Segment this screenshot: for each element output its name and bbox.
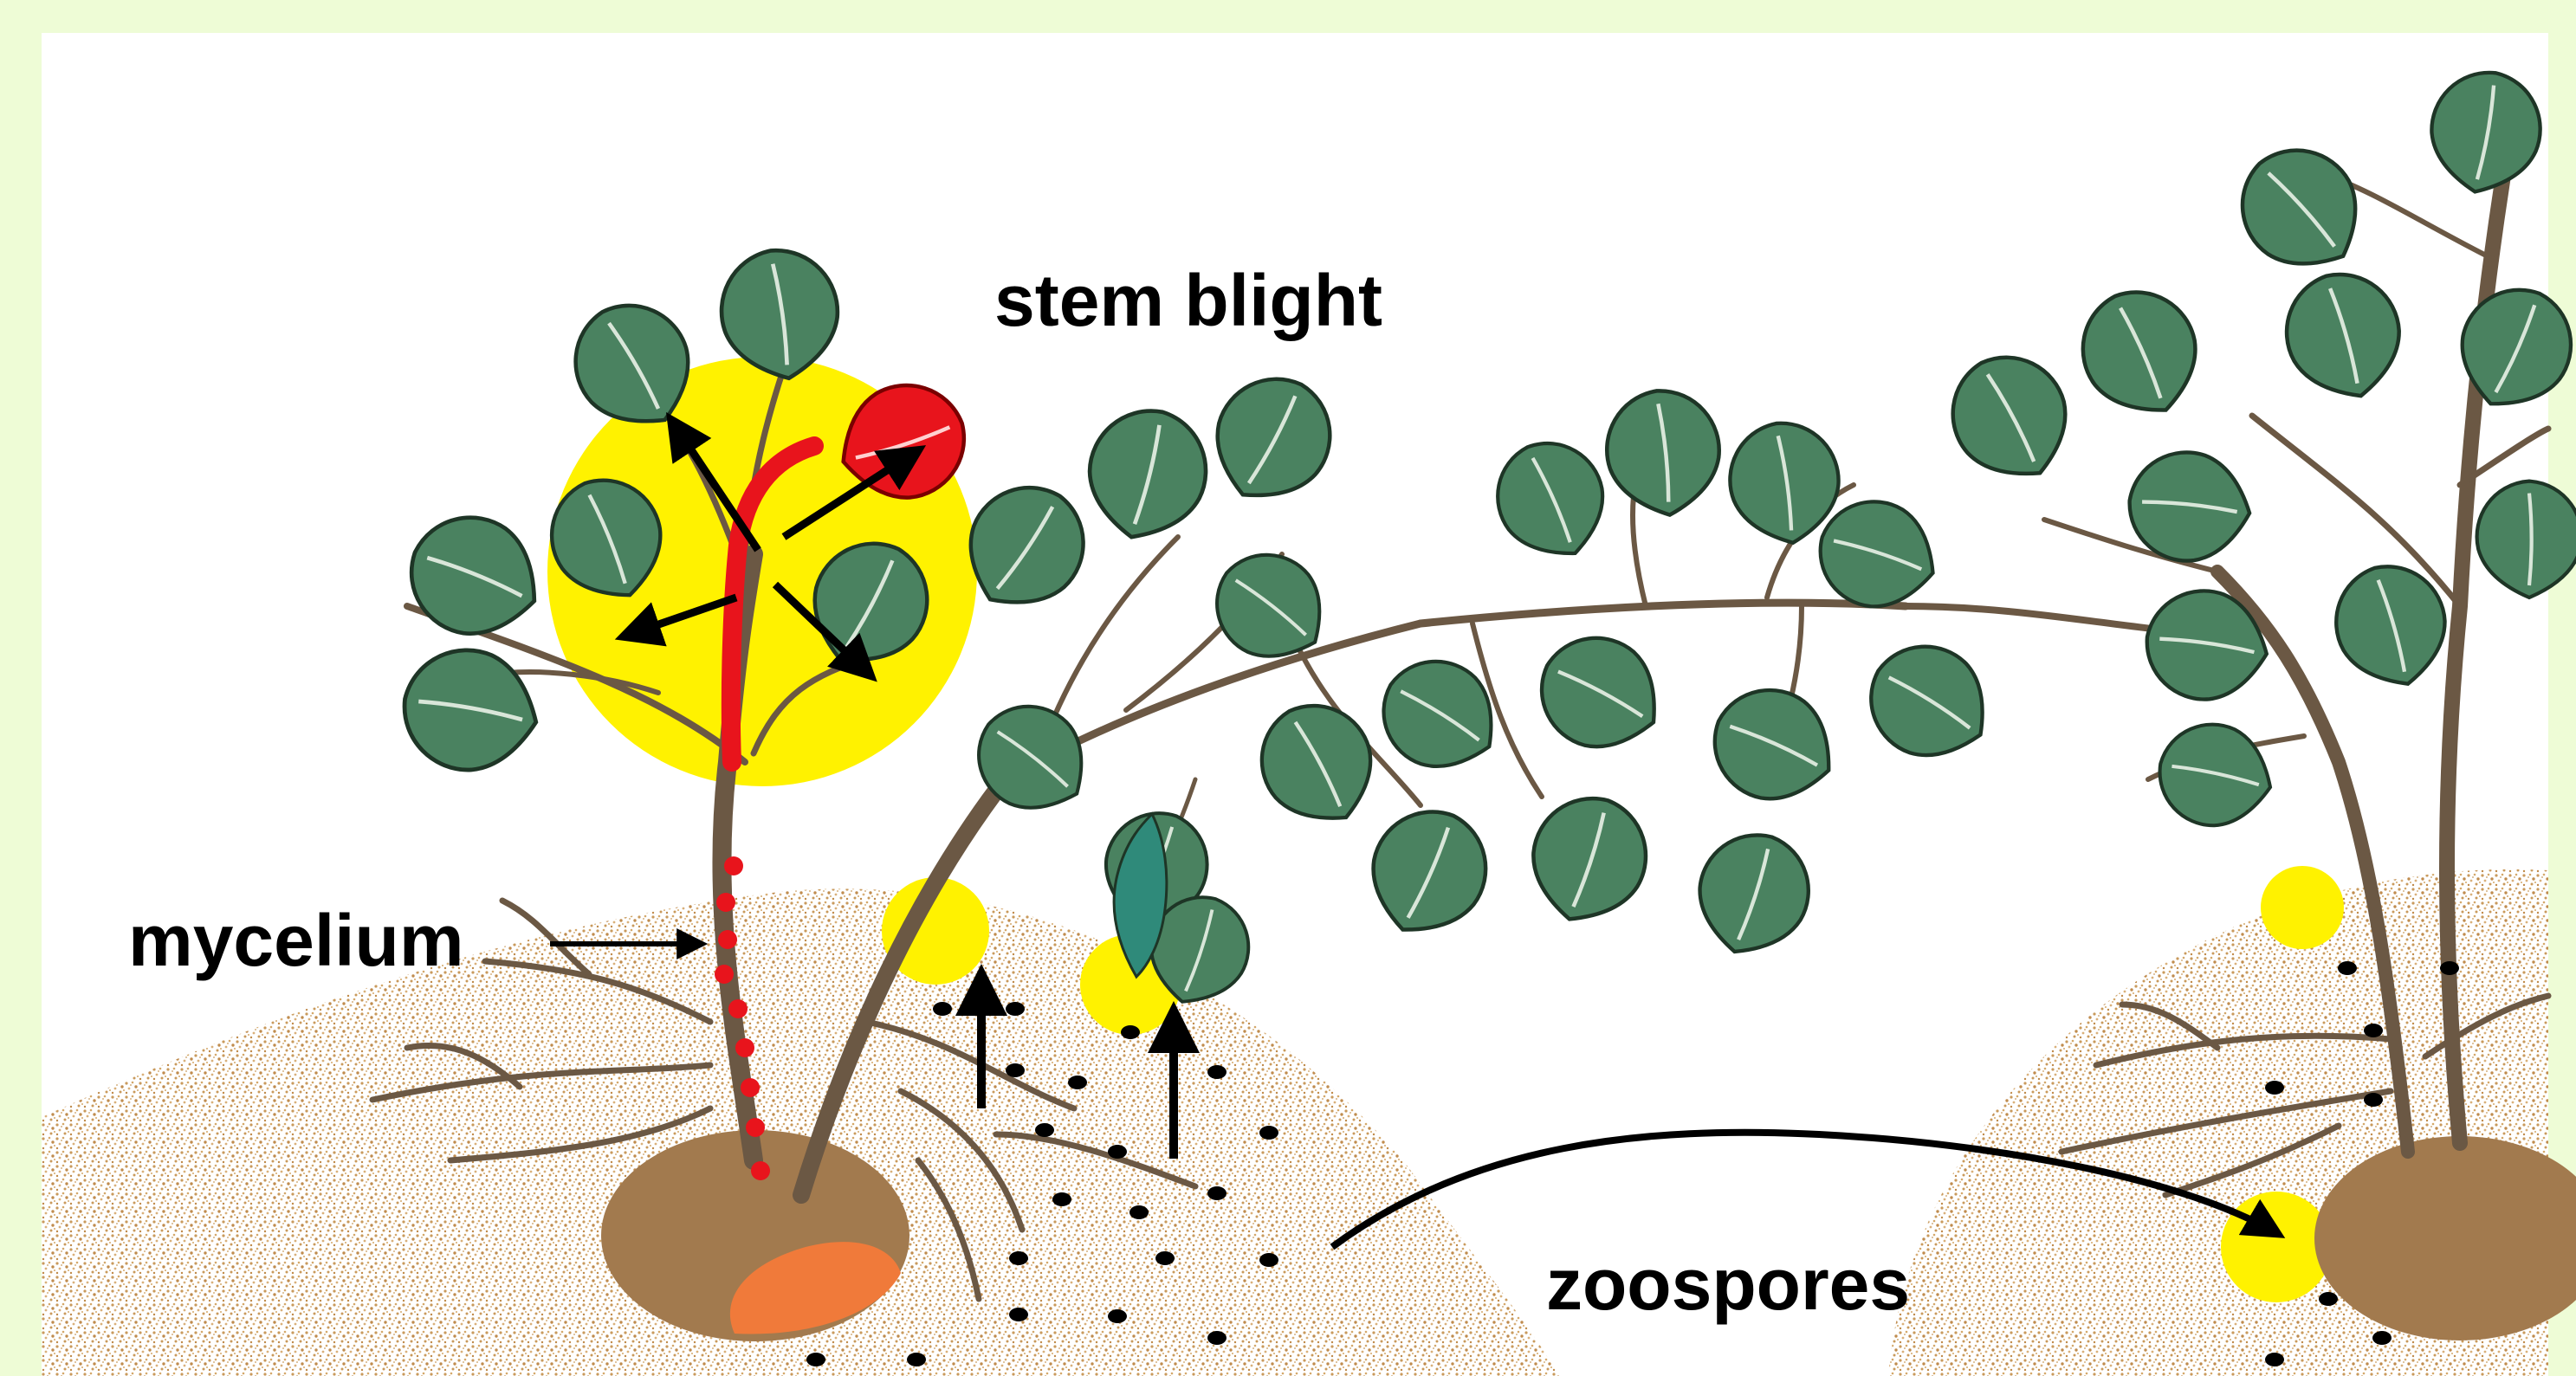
- right-stem-highlight: [2261, 866, 2344, 949]
- label-mycelium: mycelium: [128, 900, 464, 981]
- zoospore-dot-icon: [933, 1002, 952, 1016]
- label-zoospores: zoospores: [1546, 1244, 1910, 1325]
- label-stem-blight: stem blight: [994, 260, 1382, 341]
